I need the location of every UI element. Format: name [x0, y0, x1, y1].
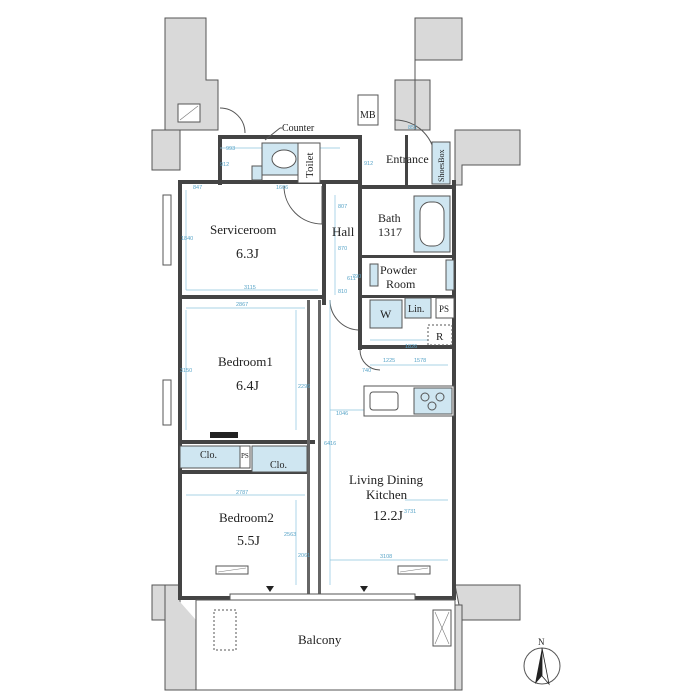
refrigerator-label: R	[436, 331, 444, 343]
dim-label: 2061	[298, 553, 310, 559]
closet-bar	[210, 432, 238, 438]
dim-label: 611	[347, 276, 356, 282]
dim-label: 993	[226, 146, 235, 152]
dim-label: 3150	[180, 368, 192, 374]
dim-label: 1840	[181, 236, 193, 242]
mb-label: MB	[360, 110, 376, 121]
ps-closet-label: PS	[241, 452, 249, 460]
room-labels: Serviceroom 6.3J Hall Bedroom1 6.4J Bedr…	[210, 222, 424, 549]
linen-label: Lin.	[408, 304, 424, 315]
entrance-label: Entrance	[386, 152, 429, 166]
balcony-unit-left	[213, 609, 237, 651]
closet2-label: Clo.	[270, 460, 287, 471]
dim-label: 1046	[336, 411, 348, 417]
balcony-label: Balcony	[298, 632, 342, 647]
entrance-area: ShoesBox Entrance	[386, 141, 451, 185]
dim-label: 3115	[244, 285, 256, 291]
dim-label: 810	[338, 289, 347, 295]
refrigerator-space	[427, 324, 453, 346]
bedroom1-size: 6.4J	[236, 379, 260, 394]
washer-label: W	[380, 307, 392, 321]
dim-label: 912	[364, 161, 373, 167]
vanity	[369, 263, 379, 287]
balcony: Balcony	[195, 599, 456, 691]
closet-bedroom2	[251, 445, 308, 473]
ps-closet	[239, 445, 251, 469]
entry-arrow-bedroom2	[266, 586, 274, 592]
counter-sink	[251, 165, 263, 181]
ldk-label-1: Living Dining	[349, 472, 424, 487]
doors	[219, 107, 436, 371]
bedroom2-label: Bedroom2	[219, 510, 274, 525]
vanity-right	[445, 259, 455, 291]
bedroom2-size: 5.5J	[237, 534, 261, 549]
pipe-space	[435, 297, 455, 319]
dim-label: 2867	[236, 302, 248, 308]
north-label: N	[538, 637, 545, 647]
shoes-box-label: ShoesBox	[437, 150, 446, 182]
compass: N	[523, 637, 561, 686]
ldk-size: 12.2J	[373, 509, 404, 524]
dim-label: 807	[338, 204, 347, 210]
powder-label-1: Powder	[380, 263, 417, 277]
dimension-labels: 993 912 847 1606 912 851 807 870 790 810…	[180, 125, 426, 560]
powder-room-area: Powder Room W Lin. PS R	[369, 259, 455, 346]
linen-closet	[404, 297, 432, 319]
shoes-box	[431, 141, 451, 185]
serviceroom-label: Serviceroom	[210, 222, 276, 237]
counter-label: Counter	[282, 123, 315, 134]
toilet-label: Toilet	[304, 152, 316, 178]
bath-area: Bath 1317	[378, 195, 451, 253]
mb-box	[357, 94, 379, 126]
north-arrow-icon	[535, 648, 542, 684]
toilet-room	[297, 142, 321, 184]
dim-label: 1606	[276, 185, 288, 191]
dim-label: 2563	[284, 532, 296, 538]
toilet-area: Toilet Counter	[251, 123, 321, 184]
dim-label: 1578	[414, 358, 426, 364]
dim-label: 870	[338, 246, 347, 252]
bath-label: Bath	[378, 211, 401, 225]
serviceroom-size: 6.3J	[236, 247, 260, 262]
dim-label: 2787	[236, 490, 248, 496]
bedroom1-label: Bedroom1	[218, 354, 273, 369]
ldk-label-2: Kitchen	[366, 487, 408, 502]
washer-pan	[369, 299, 403, 329]
dim-label: 2296	[298, 384, 310, 390]
dimension-lines	[185, 147, 448, 585]
building-structure: MB	[151, 17, 521, 691]
kitchen-sink	[369, 391, 399, 411]
hall-label: Hall	[332, 224, 355, 239]
bath-size: 1317	[378, 225, 402, 239]
ac-markers	[215, 565, 431, 575]
dim-label: 1826	[405, 344, 417, 350]
dim-label: 6416	[324, 441, 336, 447]
entry-arrow-ldk	[360, 586, 368, 592]
dim-label: 847	[193, 185, 202, 191]
dim-label: 3731	[404, 509, 416, 515]
dim-label: 3108	[380, 554, 392, 560]
dim-label: 740	[362, 368, 371, 374]
closets: Clo. PS Clo.	[179, 432, 308, 473]
powder-label-2: Room	[386, 277, 416, 291]
dim-label: 851	[408, 125, 417, 131]
dim-label: 1225	[383, 358, 395, 364]
dim-label: 912	[220, 162, 229, 168]
kitchen-area	[363, 385, 455, 417]
closet1-label: Clo.	[200, 450, 217, 461]
dim-label: 790	[352, 274, 361, 280]
ps-label: PS	[439, 304, 449, 314]
